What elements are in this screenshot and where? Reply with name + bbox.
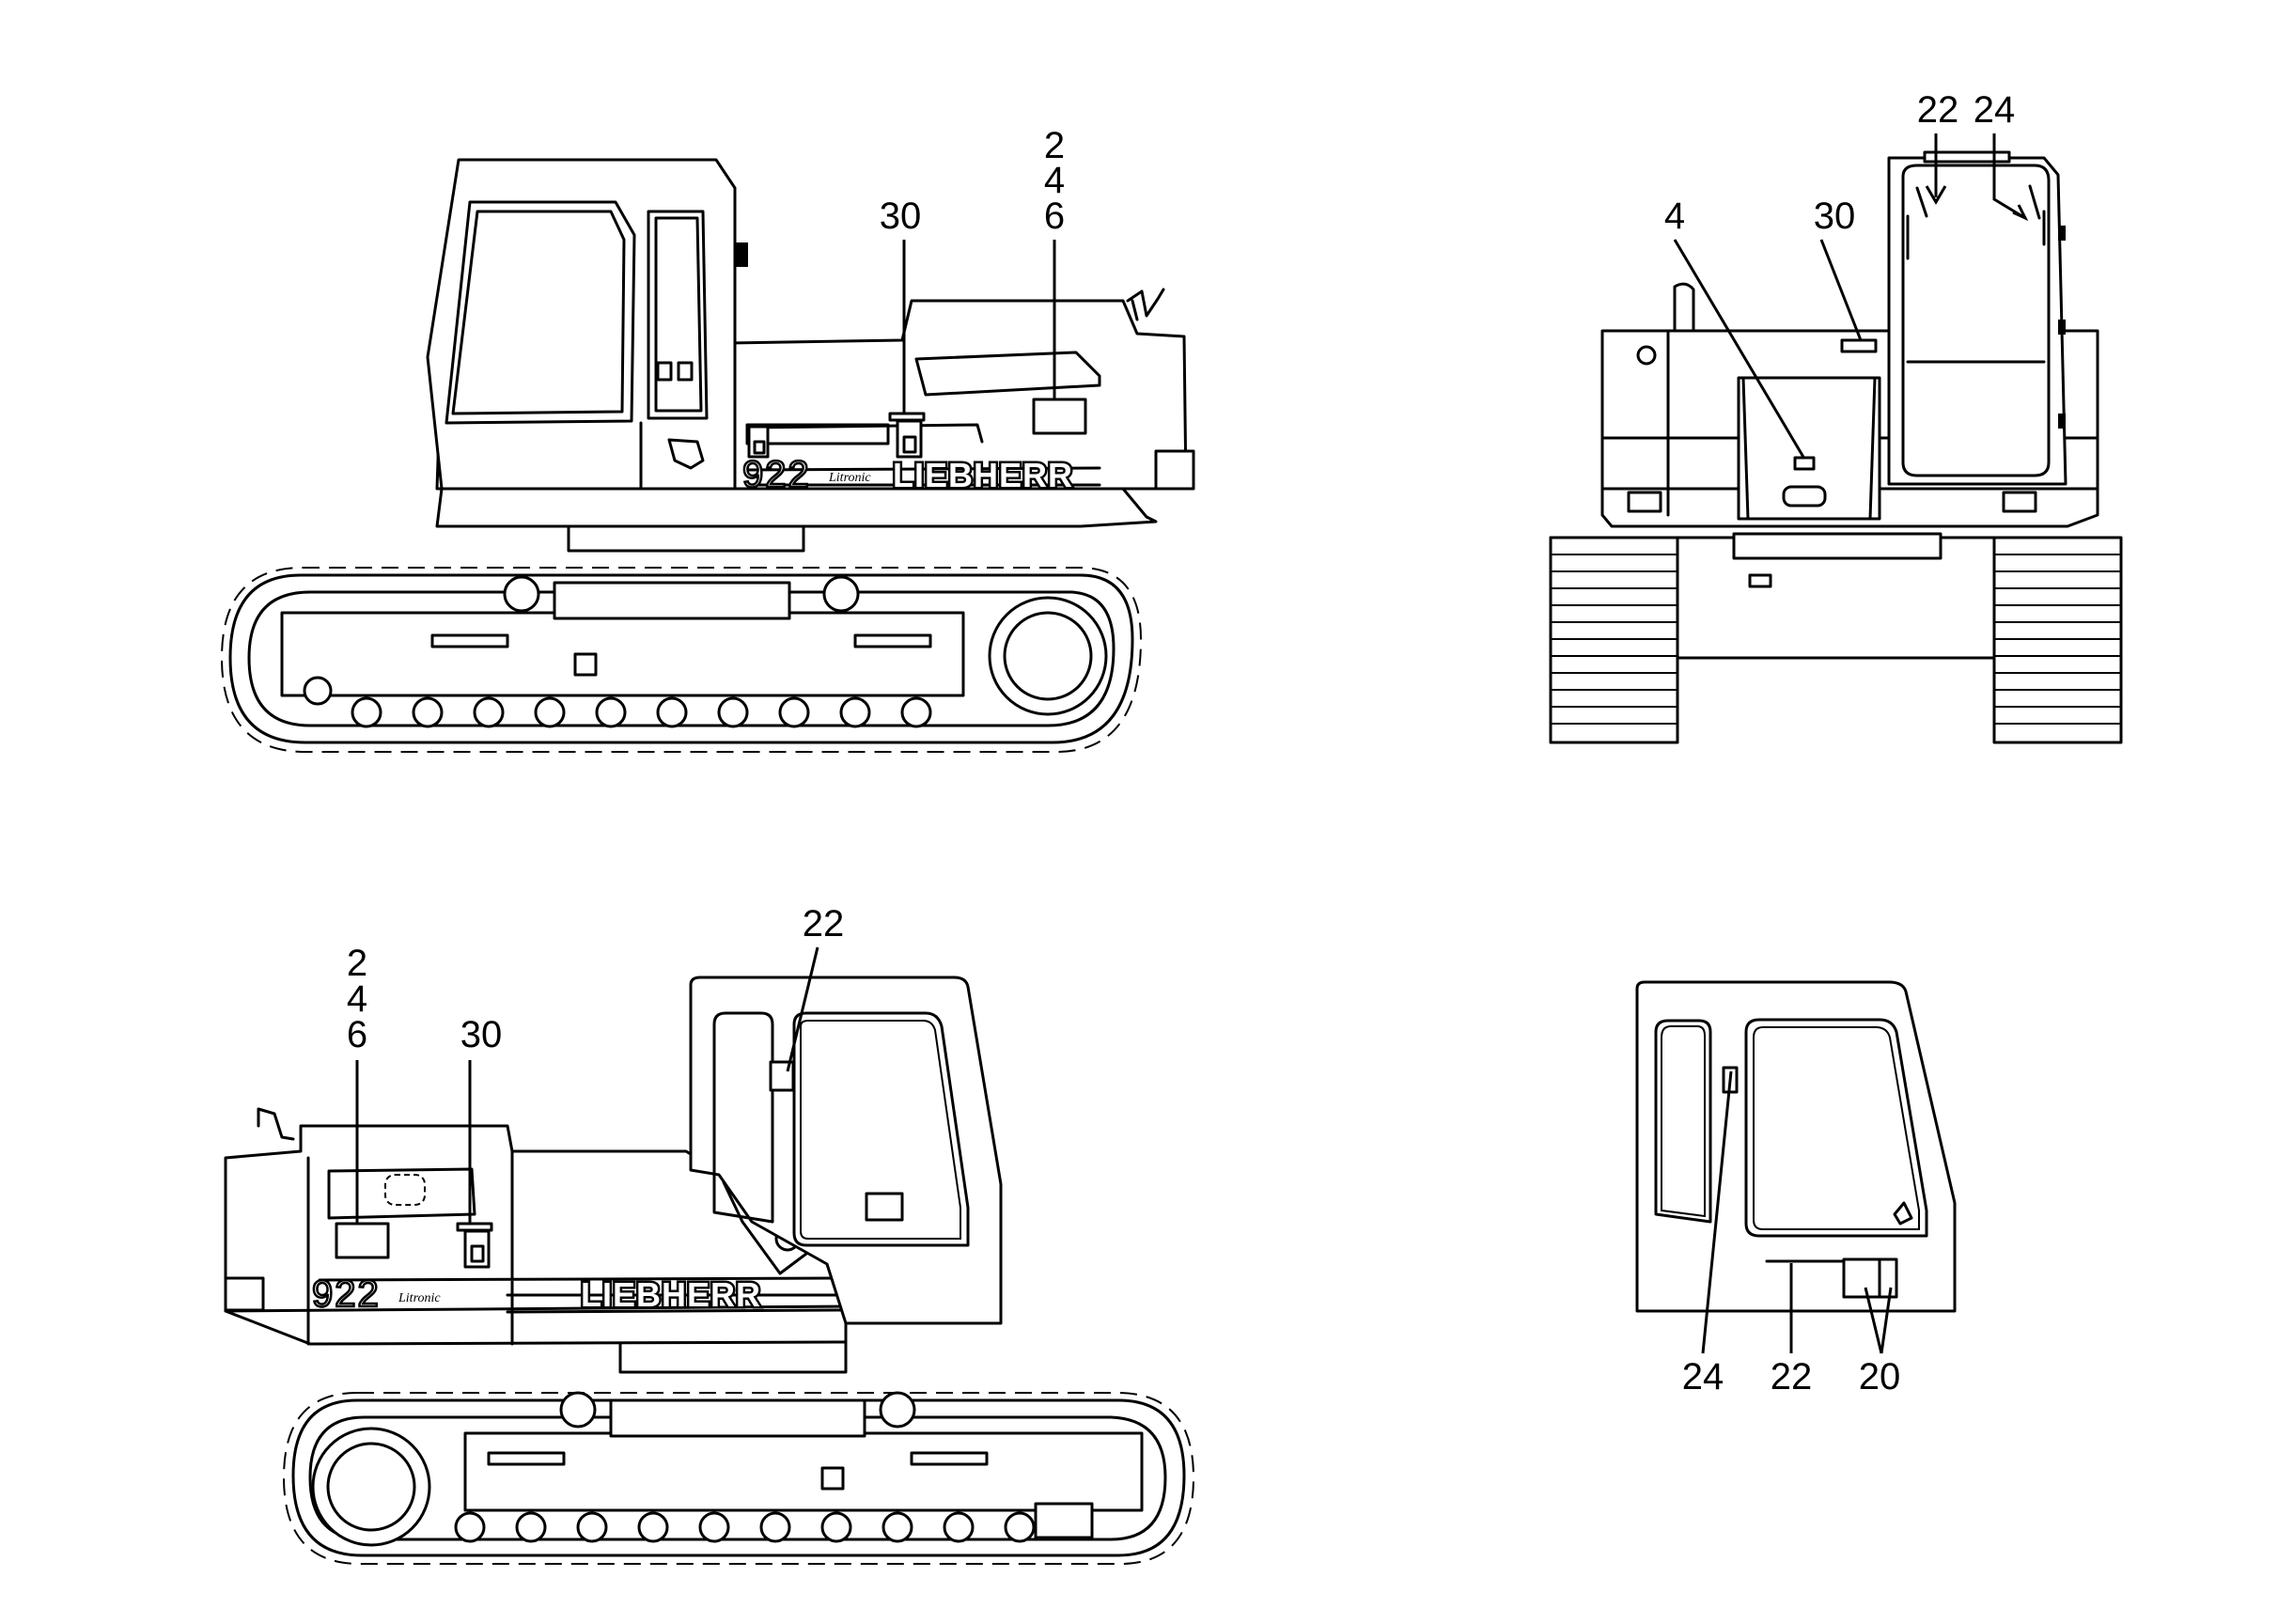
label-4: 4 bbox=[1044, 160, 1065, 201]
label-2: 2 bbox=[1044, 125, 1065, 166]
model-number: 922 bbox=[312, 1273, 381, 1315]
label-6: 6 bbox=[1044, 195, 1065, 237]
label-24: 24 bbox=[1682, 1356, 1724, 1398]
label-30: 30 bbox=[460, 1014, 503, 1055]
label-30: 30 bbox=[880, 195, 922, 237]
label-4: 4 bbox=[347, 978, 367, 1020]
track-left bbox=[220, 567, 1143, 753]
model-subtitle: Litronic bbox=[398, 1291, 441, 1305]
track-right bbox=[282, 1391, 1195, 1565]
brand-logo: LIEBHERR bbox=[581, 1275, 761, 1314]
label-22: 22 bbox=[1771, 1356, 1813, 1398]
model-subtitle: Litronic bbox=[828, 471, 871, 485]
rear-view: 22 24 4 30 bbox=[1549, 89, 2123, 744]
label-4: 4 bbox=[1664, 195, 1685, 237]
label-20: 20 bbox=[1859, 1356, 1901, 1398]
rear-track-left bbox=[1549, 536, 1679, 744]
left-side-view: 922 Litronic LIEBHERR 2 4 6 30 bbox=[220, 125, 1195, 753]
model-number: 922 bbox=[742, 454, 811, 495]
label-22: 22 bbox=[803, 903, 845, 945]
label-6: 6 bbox=[347, 1014, 367, 1055]
upperstructure-left: 922 Litronic LIEBHERR bbox=[426, 158, 1195, 553]
brand-logo: LIEBHERR bbox=[893, 456, 1073, 494]
label-30: 30 bbox=[1814, 195, 1856, 237]
right-side-view: 922 Litronic LIEBHERR 22 2 4 6 30 bbox=[224, 903, 1195, 1565]
label-22: 22 bbox=[1917, 89, 1959, 131]
rear-track-right bbox=[1992, 536, 2123, 744]
label-2: 2 bbox=[347, 943, 367, 984]
upperstructure-right: 922 Litronic LIEBHERR bbox=[224, 976, 1003, 1374]
label-24: 24 bbox=[1974, 89, 2016, 131]
cab-detail-view: 24 22 20 bbox=[1635, 980, 1957, 1398]
